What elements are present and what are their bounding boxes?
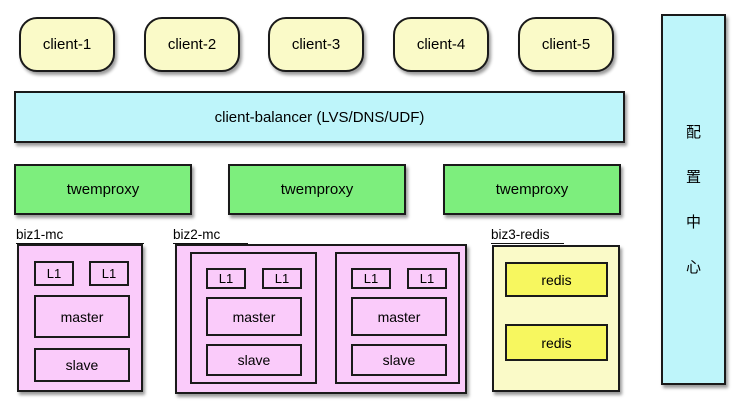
biz2-shard2-master-node: master [351,297,447,336]
biz2-shard-1: L1 L1 master slave [190,252,317,384]
biz2-shard1-l1-cache-2: L1 [262,268,302,289]
biz3-redis-title: biz3-redis [491,227,564,244]
client-node-3: client-3 [268,17,364,72]
biz2-shard-2: L1 L1 master slave [335,252,460,384]
biz3-redis-node-2: redis [505,324,608,361]
biz1-master-node: master [34,295,130,338]
config-center-char-3: 中 [685,213,701,231]
biz2-shard2-l1-cache-1: L1 [351,268,391,289]
biz3-redis-group: redis redis [492,245,620,392]
client-node-5: client-5 [518,17,614,72]
twemproxy-node-1: twemproxy [14,164,192,215]
config-center-char-4: 心 [685,258,701,276]
config-center-char-2: 置 [685,168,701,186]
biz3-redis-node-1: redis [505,262,608,297]
client-balancer-bar: client-balancer (LVS/DNS/UDF) [14,91,625,143]
biz2-shard1-master-node: master [206,297,302,336]
twemproxy-node-3: twemproxy [443,164,621,215]
biz1-mc-title: biz1-mc [16,227,144,244]
biz1-l1-cache-2: L1 [89,261,129,286]
biz2-shard1-slave-node: slave [206,344,302,376]
client-node-2: client-2 [144,17,240,72]
biz1-slave-node: slave [34,348,130,382]
config-center-column: 配 置 中 心 [661,14,726,385]
biz1-mc-group: L1 L1 master slave [17,244,143,392]
client-node-1: client-1 [19,17,115,72]
config-center-char-1: 配 [685,123,701,141]
biz2-shard2-slave-node: slave [351,344,447,376]
biz1-l1-cache-1: L1 [34,261,74,286]
biz2-mc-title: biz2-mc [173,227,248,244]
biz2-mc-group: L1 L1 master slave L1 L1 master slave [175,244,467,394]
client-node-4: client-4 [393,17,489,72]
biz2-shard2-l1-cache-2: L1 [407,268,447,289]
twemproxy-node-2: twemproxy [228,164,406,215]
biz2-shard1-l1-cache-1: L1 [206,268,246,289]
